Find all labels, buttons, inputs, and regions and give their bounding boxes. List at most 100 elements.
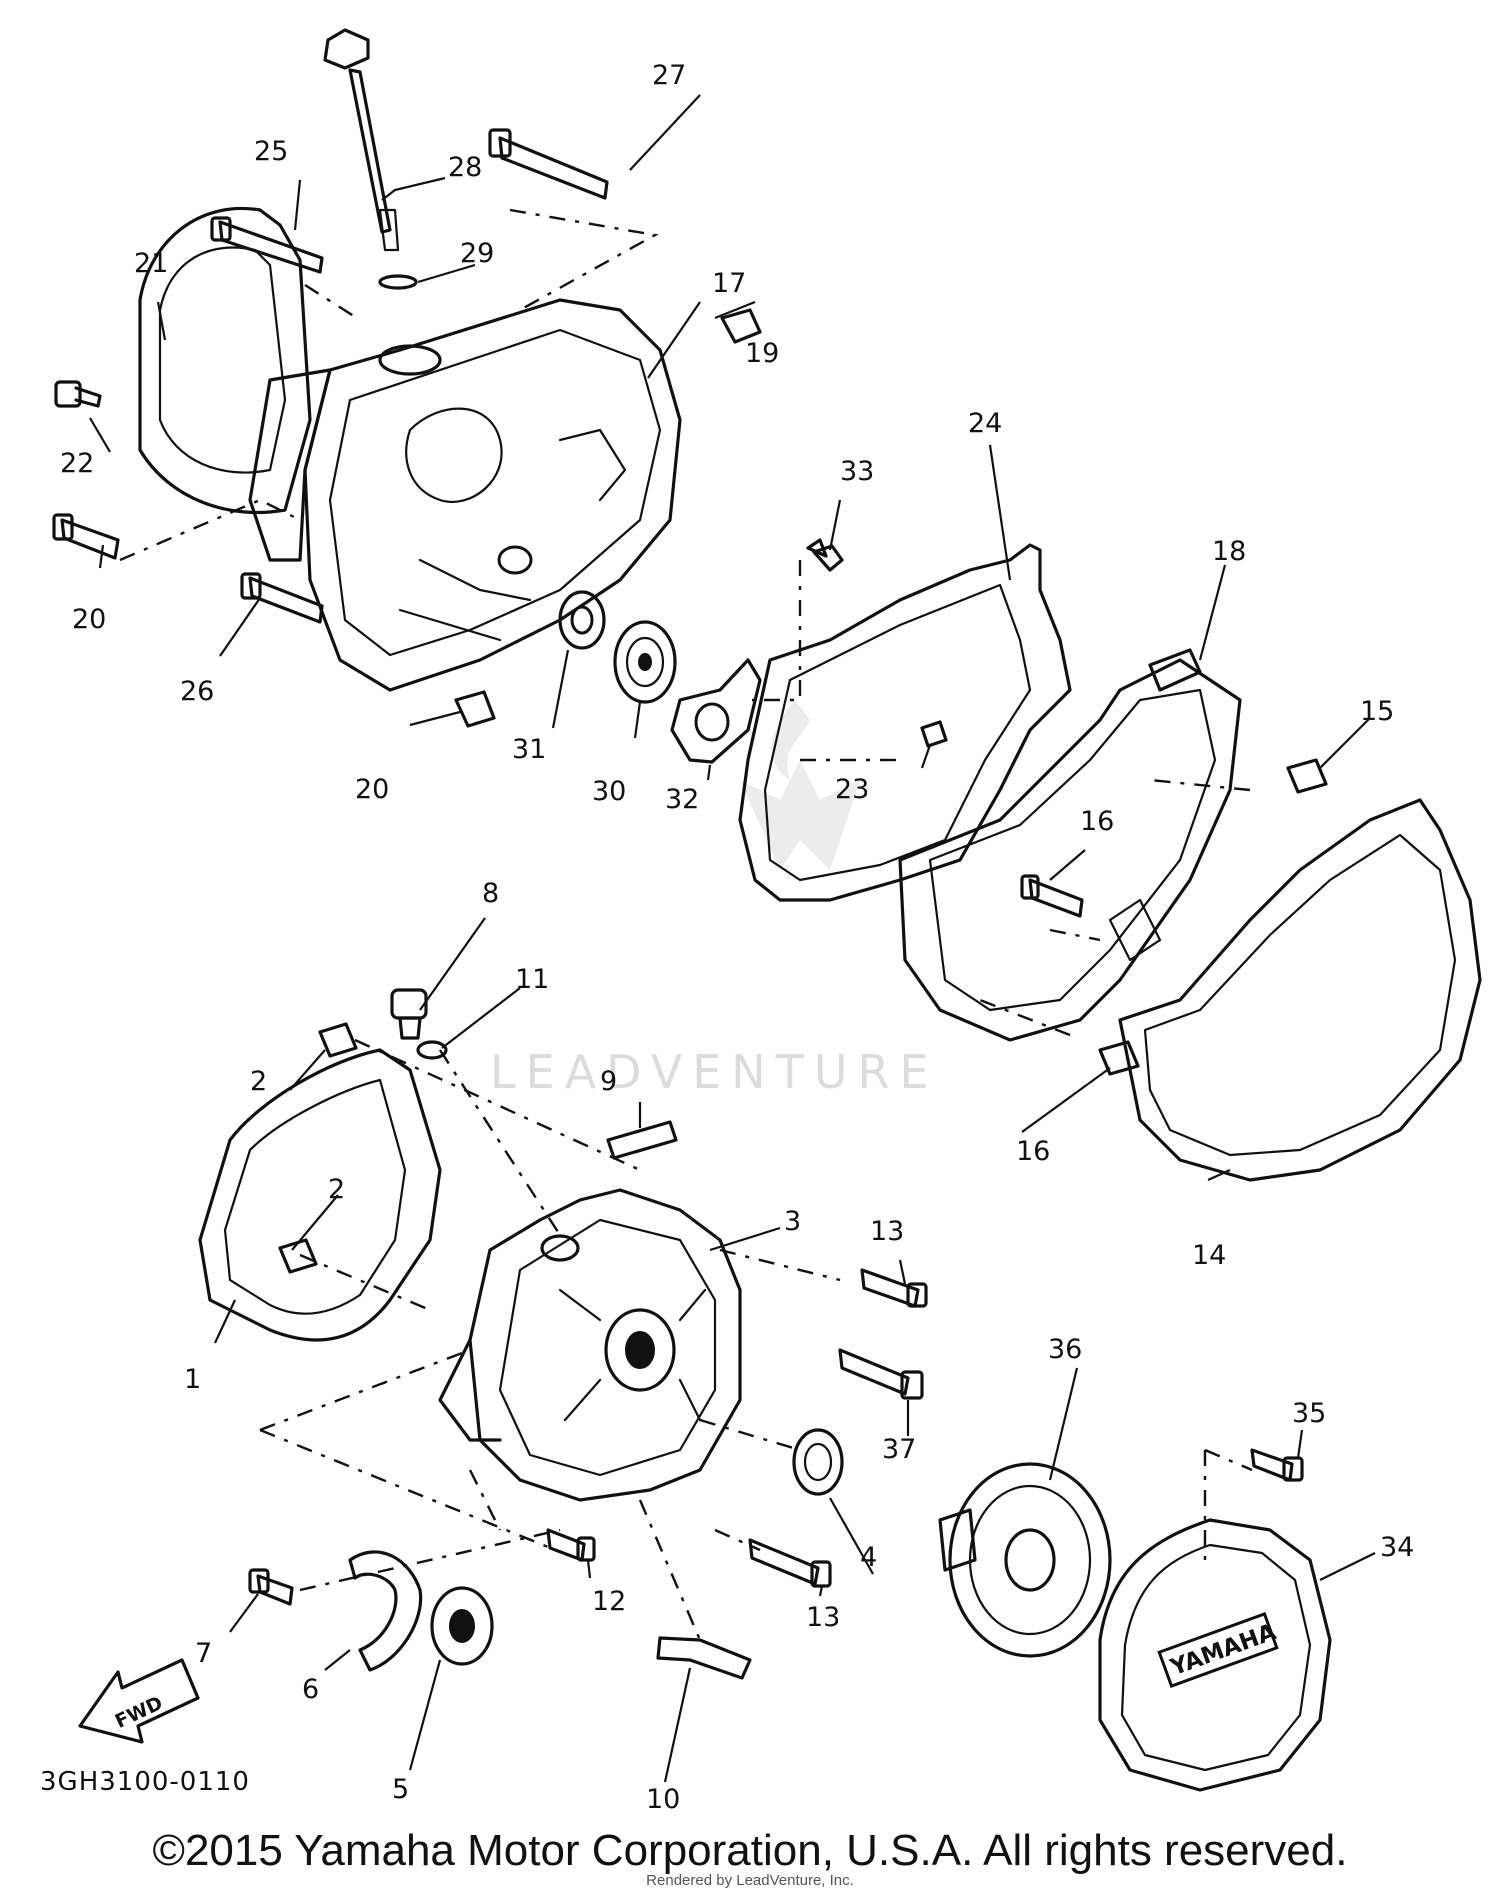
bolt-13-lower	[748, 1538, 820, 1586]
gasket-15	[1118, 798, 1482, 1182]
callout-20-upper: 19	[745, 338, 779, 369]
callout-35: 34	[1380, 1532, 1414, 1563]
callout-27: 26	[180, 676, 214, 707]
bolt-26	[218, 220, 324, 274]
oil-seal-31	[613, 620, 677, 704]
rotor-37-boss	[938, 1508, 977, 1572]
label-9	[606, 1120, 678, 1160]
bolt-17-head	[1020, 874, 1040, 900]
clamp-10	[656, 1636, 752, 1680]
bearing-32-bore	[570, 605, 594, 635]
callout-15: 14	[1192, 1240, 1226, 1271]
bolt-36-head	[1282, 1456, 1304, 1482]
bolt-12-head	[576, 1536, 596, 1562]
callout-34: 33	[840, 456, 874, 487]
callout-16-upper: 15	[1360, 696, 1394, 727]
callout-21: 20	[72, 604, 106, 635]
bolt-7	[256, 1574, 294, 1606]
gasket-1-inner	[223, 1078, 407, 1315]
screw-34	[812, 544, 844, 572]
bolt-14	[838, 1348, 910, 1396]
plate-33-hole	[694, 702, 730, 742]
bracket-6	[348, 1550, 423, 1672]
bolt-17	[1028, 878, 1084, 918]
cover-18-ribs	[398, 558, 532, 642]
callout-10: 10	[646, 1784, 680, 1815]
callout-20-lower: 20	[355, 774, 389, 805]
bolt-7-head	[248, 1568, 270, 1594]
callout-32: 31	[512, 734, 546, 765]
dowel-2-upper	[318, 1022, 358, 1058]
cover-3	[468, 1188, 742, 1502]
leader-lines	[119, 208, 1253, 1641]
gasket-15-inner	[1143, 833, 1457, 1157]
cover-35-rim	[1120, 1543, 1312, 1772]
plate-33	[670, 658, 762, 764]
dipstick-cap	[323, 28, 370, 70]
plug-8-thread	[398, 1016, 422, 1040]
diagram-reference-code: 3GH3100-0110	[40, 1767, 250, 1797]
oil-seal-31-bore	[638, 653, 652, 671]
gasket-22-inner	[158, 246, 287, 474]
bolt-14-head	[900, 1370, 924, 1400]
callout-23: 22	[60, 448, 94, 479]
cover-18-side	[248, 368, 332, 562]
bolt-28-head	[488, 128, 512, 158]
dowel-20-upper	[720, 308, 762, 344]
shaft-hole	[497, 545, 533, 575]
callout-29: 28	[448, 152, 482, 183]
screw-34-head	[806, 538, 828, 558]
clutch-cover-assembly	[738, 543, 1482, 1182]
callout-26: 25	[254, 136, 288, 167]
callout-labels: 1 2 2 3 4 5 6 7 8 9 10 11 12 13 13 14 15…	[60, 60, 1414, 1815]
callout-24: 23	[835, 774, 869, 805]
callout-36: 35	[1292, 1398, 1326, 1429]
rotor-37-hub	[1004, 1528, 1056, 1592]
dowel-2-lower	[278, 1238, 318, 1274]
callout-30: 29	[460, 238, 494, 269]
bolt-21-head	[52, 513, 74, 541]
cover-19-rim	[928, 688, 1217, 1012]
callout-17: 16	[1080, 806, 1114, 837]
callout-14: 37	[882, 1434, 916, 1465]
dipstick-rod	[348, 68, 392, 234]
callout-28: 27	[652, 60, 686, 91]
copyright-notice: ©2015 Yamaha Motor Corporation, U.S.A. A…	[152, 1826, 1348, 1875]
callout-3: 3	[784, 1206, 801, 1237]
callout-33: 32	[665, 784, 699, 815]
callout-4: 4	[860, 1542, 877, 1573]
oil-seal-31-lip	[625, 636, 665, 688]
bearing-5	[430, 1586, 494, 1666]
dowel-16-lower	[1098, 1040, 1140, 1076]
callout-25: 24	[968, 408, 1002, 439]
bolt-21	[60, 518, 120, 560]
callout-2-lower: 2	[328, 1174, 345, 1205]
gasket-1	[198, 1048, 442, 1342]
rotor-37-face	[968, 1484, 1092, 1636]
bolt-13-upper-head	[906, 1282, 928, 1308]
fwd-arrow-shape	[78, 1658, 200, 1744]
oil-seal-4	[792, 1428, 844, 1496]
callout-13-upper: 13	[870, 1216, 904, 1247]
rendered-by-credit: Rendered by LeadVenture, Inc.	[646, 1872, 854, 1889]
bearing-32	[558, 590, 606, 650]
cover-3-boss	[604, 1308, 676, 1392]
fwd-arrow: FWD	[78, 1658, 200, 1744]
callout-leaders	[89, 94, 1376, 1783]
crankcase-cover-left	[52, 28, 844, 764]
callout-1: 1	[184, 1364, 201, 1395]
callout-31: 30	[592, 776, 626, 807]
oil-filler-hole	[378, 344, 442, 376]
o-ring-30	[378, 274, 418, 290]
cover-3-ribs	[558, 1288, 707, 1422]
callout-9: 9	[600, 1066, 617, 1097]
callout-37: 36	[1048, 1334, 1082, 1365]
callout-13-lower: 13	[806, 1602, 840, 1633]
cover-3-plug-hole	[540, 1234, 580, 1262]
cover-35	[1098, 1518, 1332, 1792]
callout-16-lower: 16	[1016, 1136, 1050, 1167]
cover-19	[898, 658, 1242, 1042]
bolt-23	[54, 380, 82, 408]
callout-7: 7	[195, 1638, 212, 1669]
